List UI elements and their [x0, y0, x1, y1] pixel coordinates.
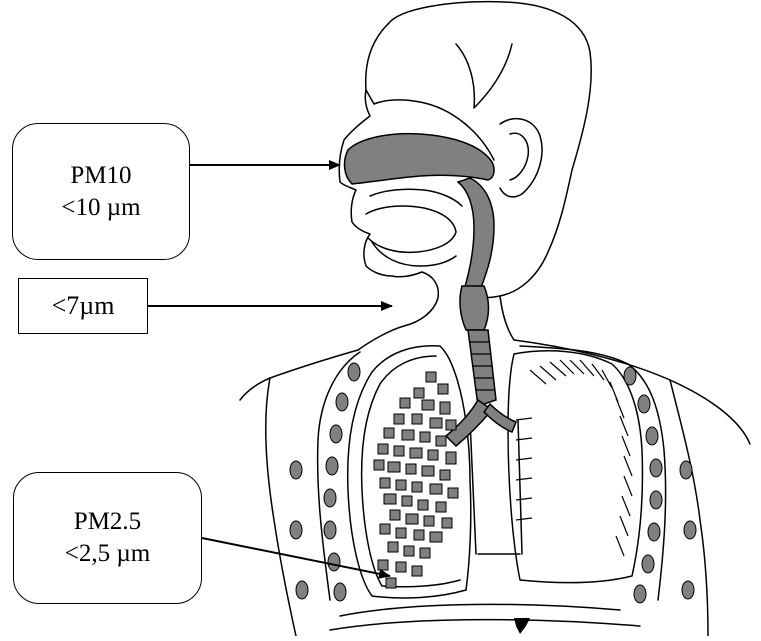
- airway: [345, 134, 516, 446]
- abdomen-curve-1: [340, 604, 620, 616]
- jaw-line: [404, 272, 438, 326]
- pm7-label-box: <7µm: [18, 278, 148, 334]
- neck-left: [358, 326, 404, 350]
- left-shoulder: [240, 350, 358, 400]
- right-lung-outline: [508, 351, 643, 583]
- pm25-label-box: PM2.5 <2,5 µm: [13, 472, 202, 604]
- bottom-mark: [514, 618, 530, 634]
- right-shoulder: [514, 340, 750, 444]
- pm10-size: <10 µm: [61, 192, 140, 224]
- pm7-size: <7µm: [52, 290, 115, 322]
- pm10-label-box: PM10 <10 µm: [12, 123, 190, 260]
- nasal-cavity: [345, 134, 495, 184]
- pm10-name: PM10: [70, 160, 131, 192]
- abdomen-curve-2: [330, 620, 640, 630]
- ear-inner: [510, 133, 528, 180]
- neck-right: [500, 296, 514, 340]
- tongue-outline: [366, 206, 456, 252]
- pm25-name: PM2.5: [74, 506, 141, 538]
- pm25-size: <2,5 µm: [65, 538, 150, 570]
- hair-line-inner: [456, 44, 512, 108]
- larynx: [460, 286, 489, 330]
- chest-left-outline: [266, 378, 296, 636]
- ear-outline: [500, 119, 542, 197]
- arrow-pm25: [202, 538, 390, 576]
- main-bronchus-right: [484, 404, 516, 432]
- pharynx: [458, 178, 494, 290]
- right-lung-striations: [516, 360, 632, 556]
- palate-line: [370, 189, 462, 206]
- bronchial-tree: [374, 372, 458, 588]
